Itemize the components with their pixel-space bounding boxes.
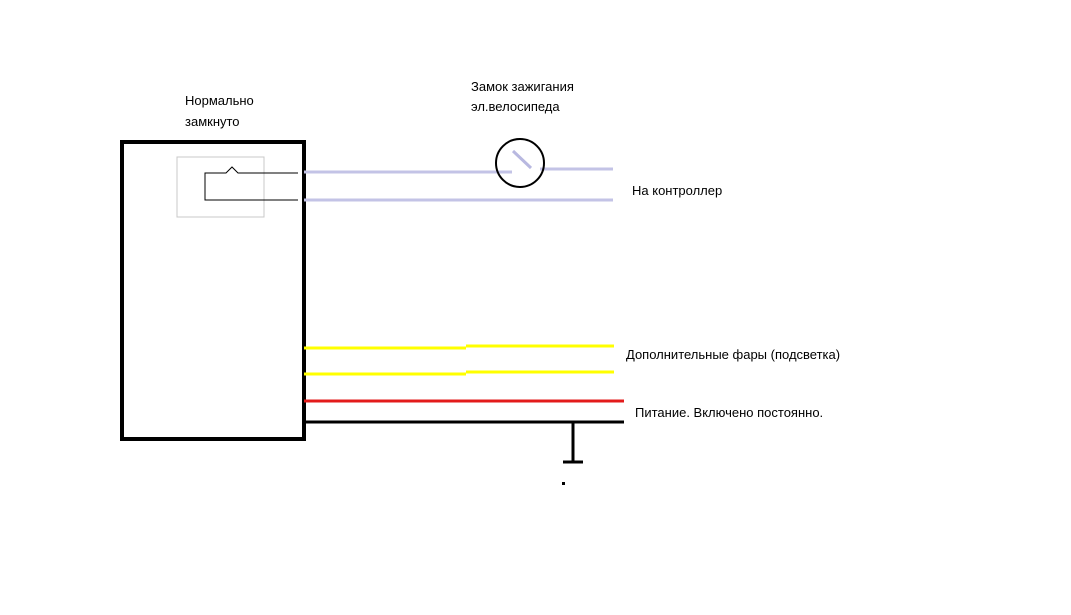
module-box	[120, 140, 306, 441]
normally-closed-label-line2: замкнуто	[185, 114, 240, 129]
relay-contact-symbol	[204, 166, 298, 201]
relay-frame	[176, 156, 265, 218]
ground-dot	[562, 482, 565, 485]
ignition-label-line1: Замок зажигания	[471, 79, 574, 94]
power-always-on-label: Питание. Включено постоянно.	[635, 405, 824, 420]
extra-lights-label: Дополнительные фары (подсветка)	[626, 347, 841, 362]
ignition-switch-lever	[511, 149, 533, 170]
to-controller-label: На контроллер	[632, 183, 723, 198]
ignition-label-line2: эл.велосипеда	[471, 99, 560, 114]
normally-closed-label-line1: Нормально	[185, 93, 254, 108]
ignition-switch-symbol	[495, 138, 545, 188]
